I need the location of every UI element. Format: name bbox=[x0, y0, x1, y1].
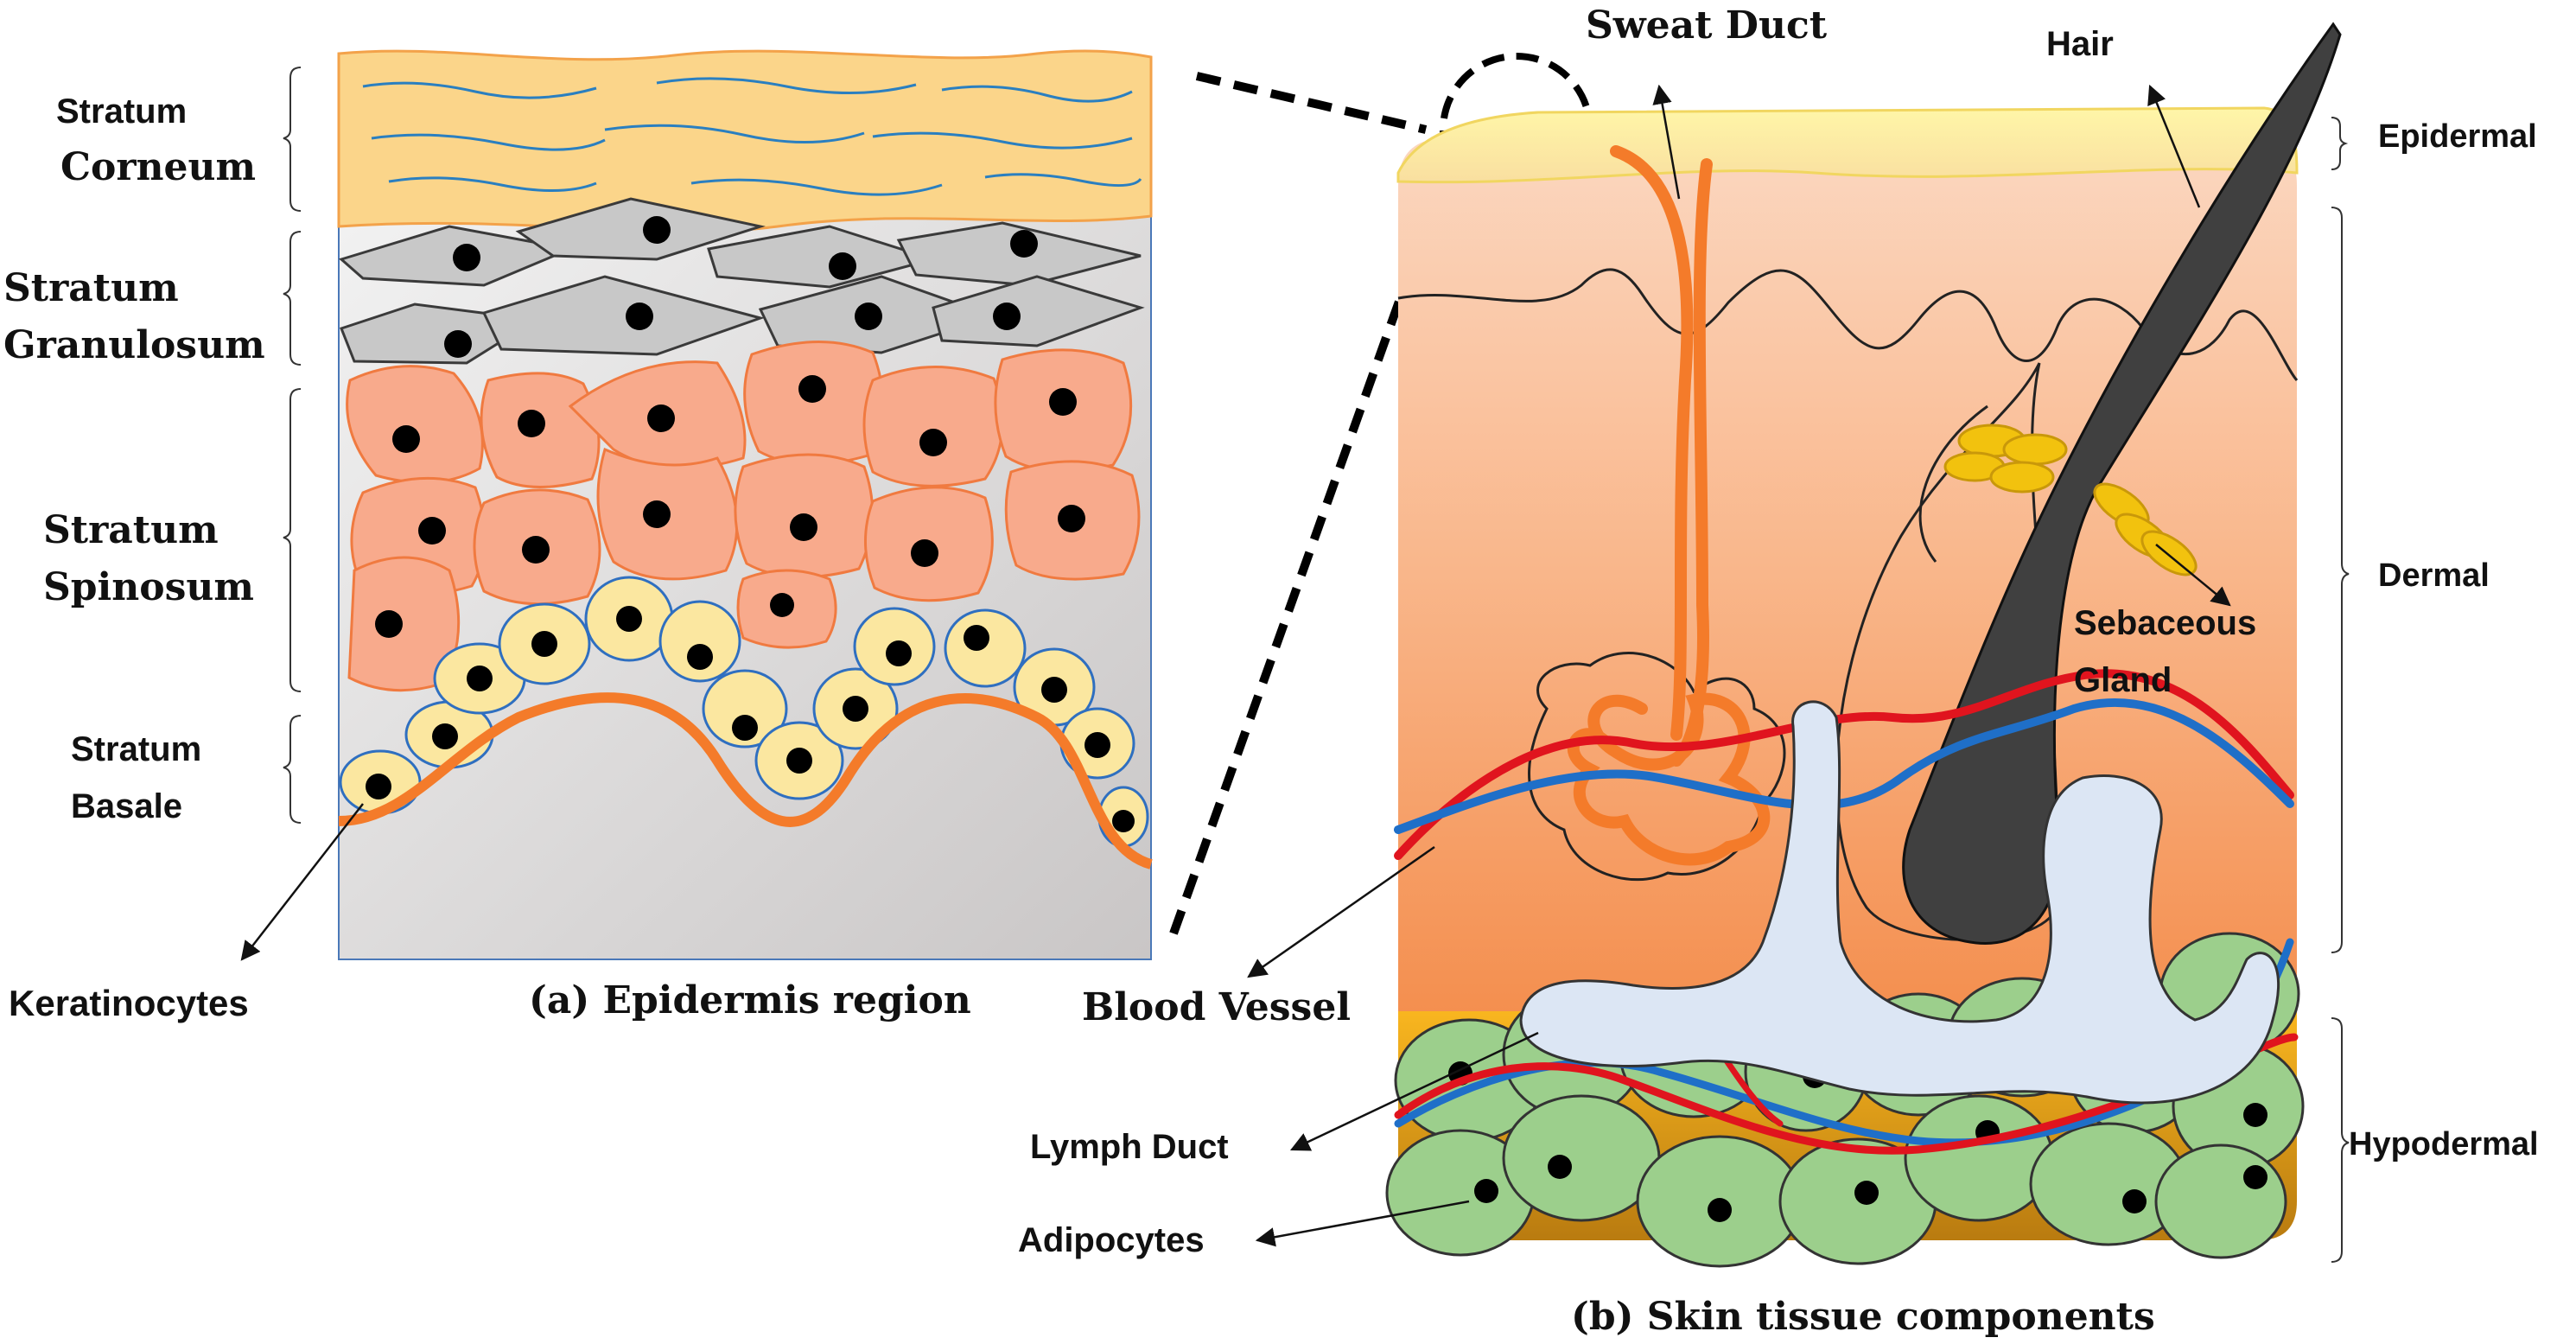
sweat-gland-outline bbox=[1528, 652, 1786, 882]
label-stratum-corneum: Stratum bbox=[56, 92, 187, 131]
label-stratum-granulosum: Stratum bbox=[3, 266, 179, 310]
label-epidermal: Epidermal bbox=[2378, 118, 2537, 155]
label-hypodermal: Hypodermal bbox=[2349, 1126, 2539, 1162]
label-stratum-granulosum-2: Granulosum bbox=[3, 323, 265, 367]
label-stratum-spinosum: Stratum bbox=[43, 508, 219, 552]
corneum-fibers bbox=[362, 77, 1142, 196]
basal-nuclei bbox=[366, 606, 1135, 832]
caption-panel-a: (a) Epidermis region bbox=[529, 978, 971, 1022]
keratinocytes-arrow bbox=[240, 803, 364, 961]
label-lymph-duct: Lymph Duct bbox=[1030, 1128, 1229, 1166]
leader-arrows bbox=[1247, 84, 2231, 1247]
right-brackets bbox=[2331, 117, 2350, 1263]
hair-shaft bbox=[1902, 22, 2342, 945]
label-stratum-corneum-2: Corneum bbox=[60, 145, 256, 189]
label-dermal: Dermal bbox=[2378, 557, 2490, 594]
caption-panel-b: (b) Skin tissue components bbox=[1571, 1295, 2155, 1339]
label-hair: Hair bbox=[2046, 25, 2114, 63]
label-adipocytes: Adipocytes bbox=[1018, 1221, 1205, 1259]
epidermis-band bbox=[1396, 106, 2299, 184]
label-keratinocytes: Keratinocytes bbox=[9, 983, 249, 1023]
basement-membrane bbox=[338, 692, 1153, 869]
layer-brackets bbox=[283, 67, 302, 824]
dermis-layer bbox=[1398, 138, 2297, 1011]
sebaceous-outline bbox=[1918, 404, 1988, 563]
spinous-nuclei bbox=[375, 375, 1085, 638]
label-blood-vessel: Blood Vessel bbox=[1082, 985, 1351, 1029]
granular-nuclei bbox=[444, 216, 1038, 358]
sebaceous-gland-cells bbox=[1943, 424, 2198, 576]
label-stratum-spinosum-2: Spinosum bbox=[43, 565, 254, 609]
hair-follicle bbox=[1835, 362, 2059, 941]
panel-b-skin: Sweat Duct Hair Epidermal Dermal Hypoder… bbox=[1018, 3, 2539, 1339]
panel-a-epidermis: Stratum Corneum Stratum Granulosum Strat… bbox=[3, 49, 1153, 1023]
label-sweat-duct: Sweat Duct bbox=[1586, 3, 1828, 48]
label-stratum-basale: Stratum bbox=[71, 730, 201, 768]
label-sebaceous-gland-2: Gland bbox=[2074, 661, 2172, 699]
label-stratum-basale-2: Basale bbox=[71, 787, 182, 825]
label-sebaceous-gland: Sebaceous bbox=[2074, 604, 2256, 642]
lymph-duct bbox=[1519, 700, 2280, 1105]
stratum-corneum-layer bbox=[337, 49, 1153, 233]
